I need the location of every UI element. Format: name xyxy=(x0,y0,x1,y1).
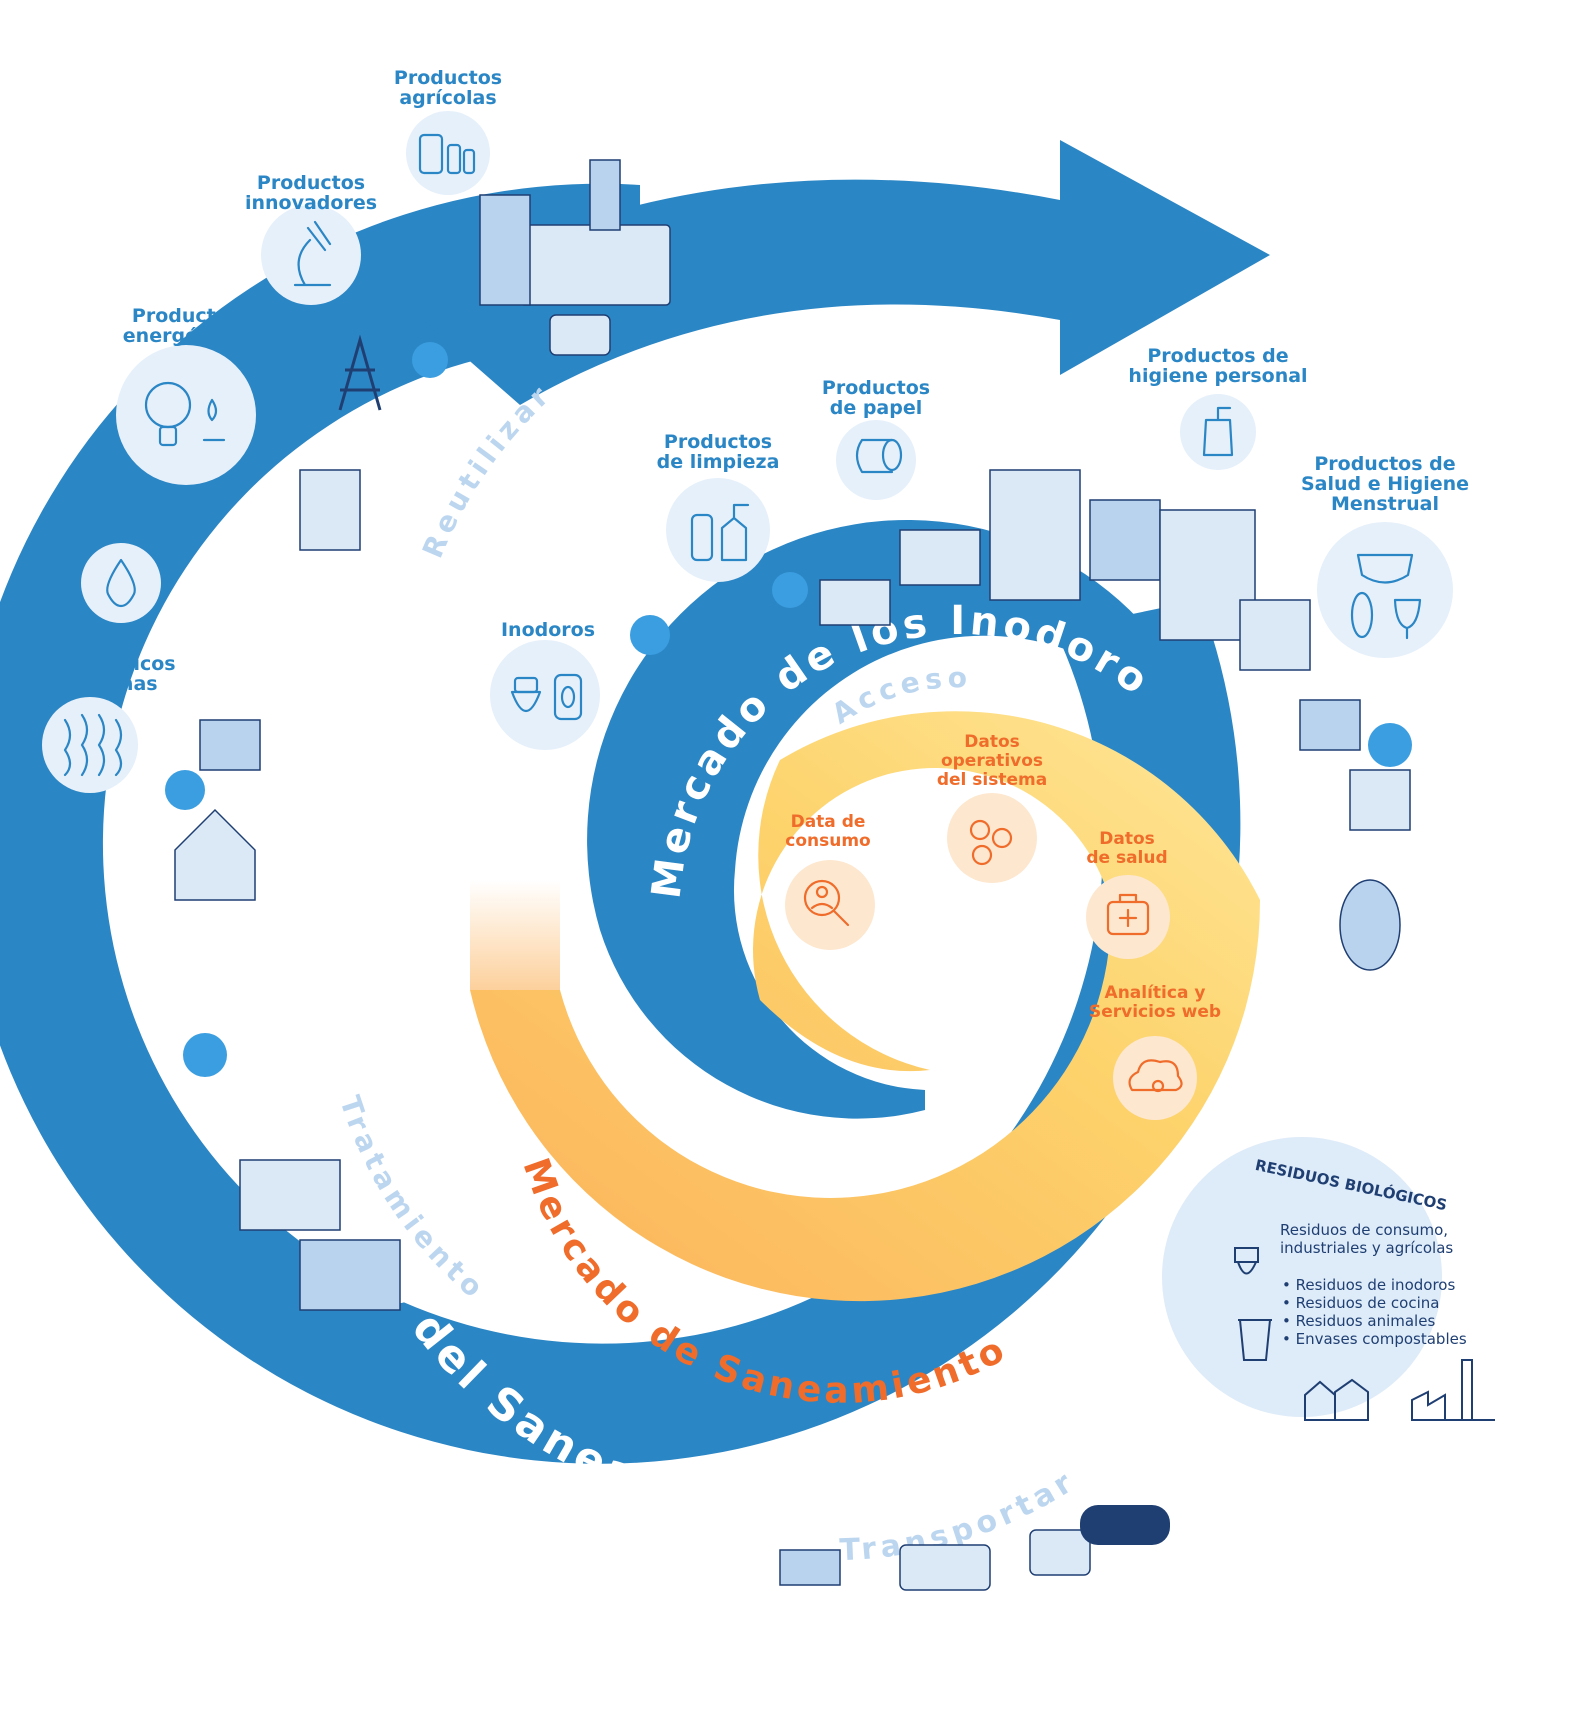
gears-icon xyxy=(969,819,1013,866)
toilet-icon xyxy=(510,673,583,721)
data-label-line1: Analítica y xyxy=(1105,983,1206,1003)
product-agricultural: Productos agrícolas xyxy=(394,67,502,195)
product-water: Agua xyxy=(81,519,161,623)
product-label-line2: innovadores xyxy=(245,192,377,214)
product-label-line1: Productos xyxy=(132,305,240,327)
agricultural-products-icon xyxy=(418,133,476,175)
data-analytics: Analítica y Servicios web xyxy=(1089,983,1221,1120)
product-label-line2: higiene personal xyxy=(1128,365,1307,387)
biowaste-subtitle-line2: industriales y agrícolas xyxy=(1280,1239,1453,1257)
product-cleaning: Productos de limpieza xyxy=(657,431,780,582)
scenery xyxy=(165,159,1412,1591)
data-label-line2: de salud xyxy=(1086,848,1167,868)
middle-ring xyxy=(587,519,1175,1119)
data-health: Datos de salud xyxy=(1086,829,1170,959)
water-drop-icon xyxy=(106,558,136,608)
product-label-line2: agrícolas xyxy=(399,87,496,109)
product-label-line2: Salud e Higiene xyxy=(1301,473,1469,495)
cloud-service-icon xyxy=(1128,1059,1183,1093)
product-label-line1: Inodoros xyxy=(501,619,595,641)
soap-dispenser-icon xyxy=(1202,406,1234,457)
product-label-line1: Productos xyxy=(257,172,365,194)
trash-bin-icon xyxy=(1238,1319,1272,1361)
data-label-line1: Datos xyxy=(964,732,1020,752)
data-label-line2: Servicios web xyxy=(1089,1002,1221,1022)
biowaste-item: • Residuos de cocina xyxy=(1282,1294,1439,1312)
consumer-search-icon xyxy=(803,879,850,927)
product-label-line1: Agua xyxy=(94,519,149,541)
biowaste-item: • Residuos animales xyxy=(1282,1312,1435,1330)
stage-reuse: Reutilizar xyxy=(416,377,559,563)
product-toilets: Inodoros xyxy=(490,619,600,750)
data-consumption: Data de consumo xyxy=(785,812,875,950)
farm-icon xyxy=(1304,1378,1369,1421)
product-label-line1: Productos xyxy=(664,431,772,453)
data-label-line2: consumo xyxy=(785,831,870,851)
product-label-line1: Materiales ricos xyxy=(4,653,175,675)
outer-ring xyxy=(0,140,1270,1464)
product-paper: Productos de papel xyxy=(822,377,930,500)
microscope-icon xyxy=(293,220,332,287)
product-innovative: Productos innovadores xyxy=(245,172,377,305)
product-label-line1: Productos xyxy=(822,377,930,399)
biowaste-item: • Envases compostables xyxy=(1282,1330,1467,1348)
data-label-line1: Data de xyxy=(791,812,866,832)
product-label-line2: energéticos xyxy=(123,325,249,347)
product-label-line1: Productos xyxy=(394,67,502,89)
data-label-line1: Datos xyxy=(1099,829,1155,849)
menstrual-products-icon xyxy=(1350,553,1422,640)
medical-kit-icon xyxy=(1106,893,1150,936)
biowaste-item: • Residuos de inodoros xyxy=(1282,1276,1455,1294)
factory-icon xyxy=(1411,1359,1495,1421)
product-label-line1: Productos de xyxy=(1314,453,1455,475)
protein-icon xyxy=(63,713,123,777)
product-protein: Materiales ricos en proteínas xyxy=(4,653,176,793)
product-hygiene: Productos de higiene personal xyxy=(1128,345,1308,470)
biowaste-panel: RESIDUOS BIOLÓGICOS Residuos de consumo,… xyxy=(1162,1137,1495,1421)
data-label-line3: del sistema xyxy=(937,770,1047,790)
product-menstrual: Productos de Salud e Higiene Menstrual xyxy=(1301,453,1469,658)
data-label-line2: operativos xyxy=(941,751,1043,771)
product-label-line2: de limpieza xyxy=(657,451,780,473)
data-operational: Datos operativos del sistema xyxy=(937,732,1047,883)
inner-ring xyxy=(470,711,1261,1302)
lightbulb-icon xyxy=(144,381,226,447)
product-label-line1: Productos de xyxy=(1147,345,1288,367)
product-energy: Productos energéticos xyxy=(116,305,256,485)
product-label-line2: en proteínas xyxy=(22,673,157,695)
toilet-waste-icon xyxy=(1234,1247,1259,1275)
product-label-line2: de papel xyxy=(830,397,923,419)
biowaste-subtitle-line1: Residuos de consumo, xyxy=(1280,1221,1448,1239)
product-label-line3: Menstrual xyxy=(1331,493,1439,515)
cleaning-products-icon xyxy=(690,503,750,562)
toilet-paper-icon xyxy=(855,438,903,474)
